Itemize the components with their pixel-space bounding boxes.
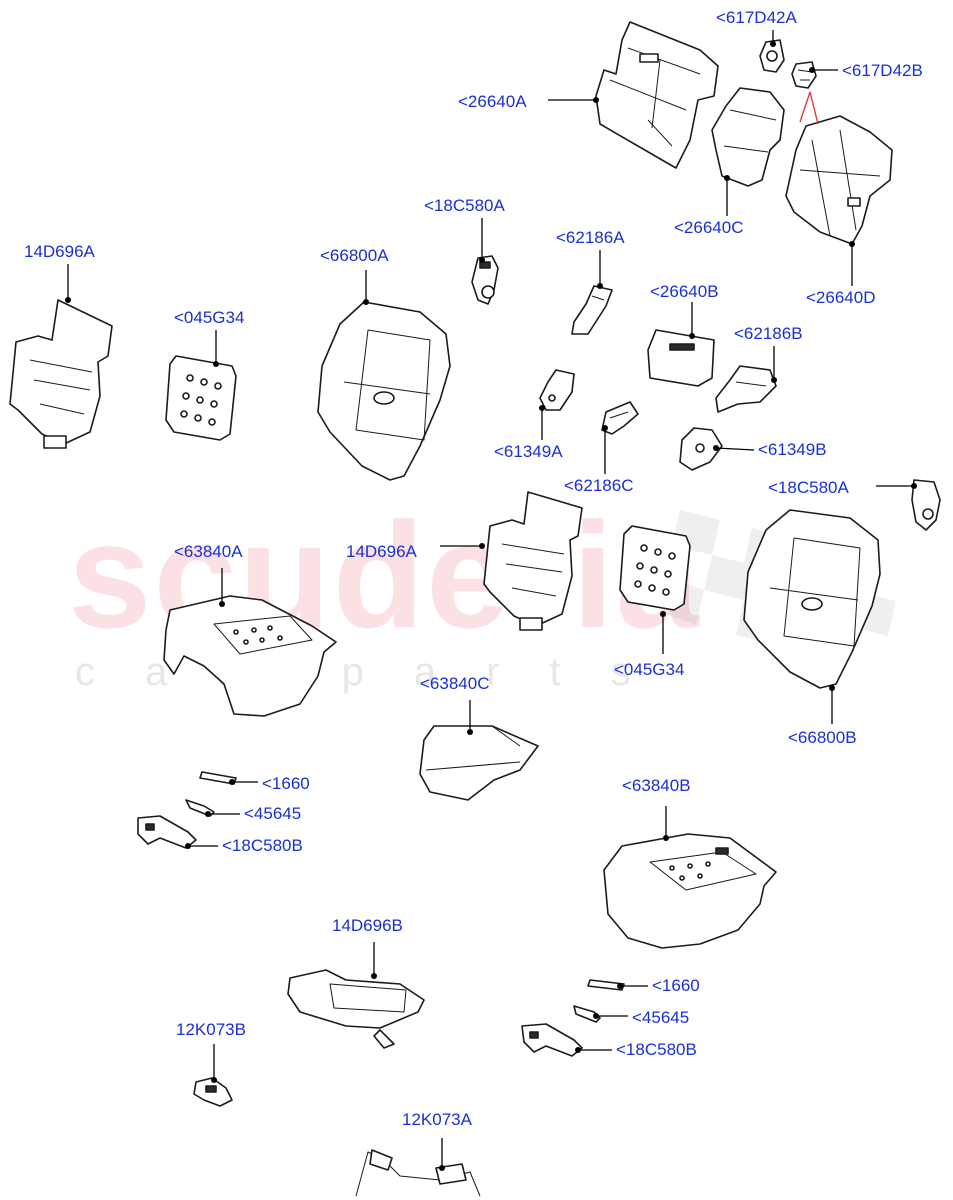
heater-mat-14d696a-upper <box>9 299 113 449</box>
cushion-pan-63840b <box>603 833 777 949</box>
clip-617d42b <box>791 61 817 89</box>
callout-45645-right: <45645 <box>632 1008 690 1027</box>
backrest-cover-26640c <box>711 87 785 187</box>
callout-62186c: <62186C <box>564 476 634 495</box>
bracket-61349a <box>539 369 575 411</box>
sensor-pad-045g34-center <box>619 525 691 611</box>
callout-66800b: <66800B <box>788 728 857 747</box>
callout-18c580b-right: <18C580B <box>616 1040 697 1059</box>
callout-18c580a-right: <18C580A <box>768 478 849 497</box>
callout-45645-left: <45645 <box>244 804 302 823</box>
callout-26640c: <26640C <box>674 218 744 237</box>
callout-26640b: <26640B <box>650 282 719 301</box>
harness-12k073a <box>355 1149 481 1197</box>
backrest-frame-26640d <box>785 115 893 245</box>
bracket-62186a <box>571 285 613 335</box>
callout-18c580b-left: <18C580B <box>222 836 303 855</box>
callout-66800a: <66800A <box>320 246 389 265</box>
backrest-foam-66800a <box>317 301 451 481</box>
callout-14d696b: 14D696B <box>332 916 403 935</box>
callout-26640a: <26640A <box>458 92 527 111</box>
backrest-foam-66800b <box>743 509 881 689</box>
bracket-62186c <box>601 401 639 435</box>
callout-62186b: <62186B <box>734 324 803 343</box>
callout-63840c: <63840C <box>420 674 490 693</box>
callout-617d42b: <617D42B <box>842 61 923 80</box>
callout-1660-left: <1660 <box>262 774 310 793</box>
heater-mat-14d696b <box>287 969 425 1049</box>
callout-12k073a: 12K073A <box>402 1110 472 1129</box>
harness-18c580b-right <box>521 1023 583 1057</box>
callout-617d42a: <617D42A <box>716 8 797 27</box>
heater-mat-14d696a-center <box>483 491 583 631</box>
cushion-cover-63840c <box>419 725 539 801</box>
callout-045g34-center: <045G34 <box>614 660 685 679</box>
clip-617d42a <box>759 39 785 73</box>
harness-18c580a-right <box>911 479 941 531</box>
sensor-pad-045g34-left <box>165 355 237 441</box>
callout-045g34-left: <045G34 <box>174 308 245 327</box>
clip-1660-right <box>587 979 625 991</box>
backrest-panel-26640a <box>595 21 719 169</box>
leader-lines <box>67 30 914 1168</box>
harness-18c580a-top <box>471 255 499 305</box>
callout-61349b: <61349B <box>758 440 827 459</box>
callout-62186a: <62186A <box>556 228 625 247</box>
callout-61349a: <61349A <box>494 442 563 461</box>
bracket-61349b <box>679 427 723 471</box>
callout-63840b: <63840B <box>622 776 691 795</box>
cushion-pan-63840a <box>163 595 337 717</box>
callout-14d696a-center: 14D696A <box>346 542 417 561</box>
callout-18c580a-top: <18C580A <box>424 196 505 215</box>
bracket-26640b <box>647 329 715 387</box>
callout-1660-right: <1660 <box>652 976 700 995</box>
leader-dots <box>65 41 917 1171</box>
callout-26640d: <26640D <box>806 288 876 307</box>
callout-12k073b: 12K073B <box>176 1020 246 1039</box>
callout-63840a: <63840A <box>174 542 243 561</box>
bracket-62186b <box>715 365 777 413</box>
callout-14d696a-upper: 14D696A <box>24 242 95 261</box>
clip-45645-right <box>573 1005 601 1023</box>
